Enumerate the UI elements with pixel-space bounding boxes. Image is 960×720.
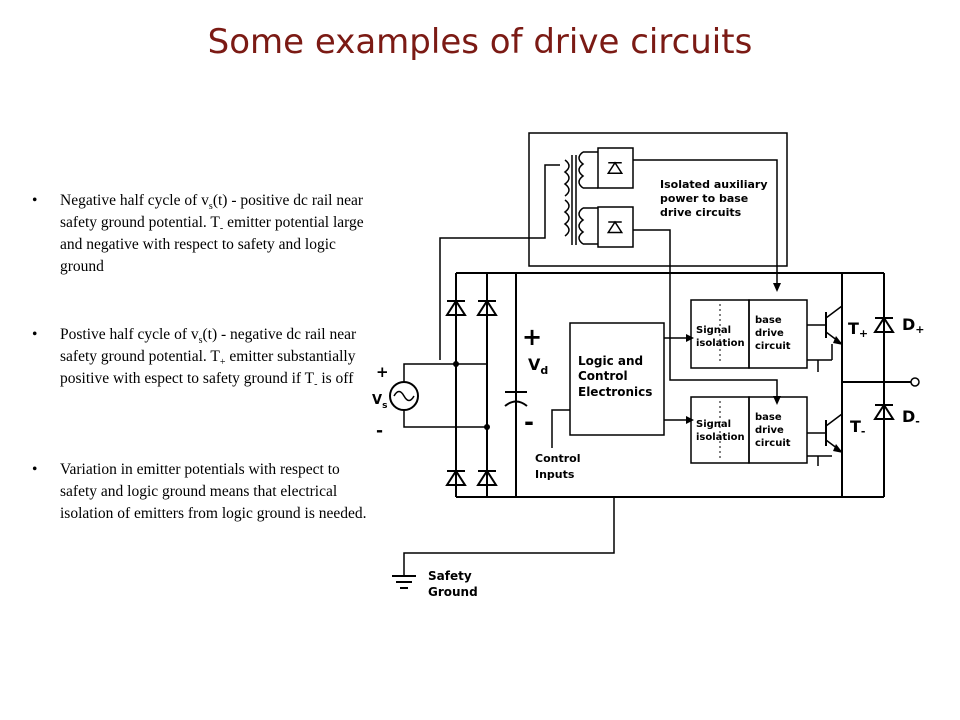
svg-text:isolation: isolation <box>696 338 745 349</box>
isolated-supply-label-2: power to base <box>660 192 748 205</box>
svg-text:+: + <box>376 363 389 381</box>
rectifier-bridge <box>446 300 497 486</box>
svg-text:Signal: Signal <box>696 419 731 430</box>
svg-text:Signal: Signal <box>696 325 731 336</box>
vs-label: Vs <box>372 393 387 411</box>
transistor-t-minus: T- <box>807 413 866 466</box>
isolated-supply-label-3: drive circuits <box>660 206 742 219</box>
t-plus-label: T+ <box>848 319 868 340</box>
d-plus-label: D+ <box>902 315 925 336</box>
svg-text:base: base <box>755 412 782 423</box>
logic-control-block: Logic and Control Electronics <box>569 322 665 436</box>
bullet-dot: • <box>32 326 38 343</box>
d-minus-label: D- <box>902 407 920 428</box>
output-terminal <box>910 377 920 387</box>
bullet-dot: • <box>32 192 38 209</box>
lower-drive-stage: Signal isolation base drive circuit <box>690 396 808 464</box>
svg-text:Control: Control <box>578 369 628 383</box>
dc-link-capacitor: + - Vd <box>504 323 548 436</box>
svg-text:isolation: isolation <box>696 432 745 443</box>
svg-text:Logic and: Logic and <box>578 354 643 368</box>
isolated-supply-block: Isolated auxiliary power to base drive c… <box>528 132 788 267</box>
isolated-supply-label-1: Isolated auxiliary <box>660 178 768 191</box>
bullet-dot: • <box>32 461 38 478</box>
svg-text:drive: drive <box>755 425 784 436</box>
t-minus-label: T- <box>850 417 866 438</box>
svg-text:Electronics: Electronics <box>578 385 652 399</box>
svg-text:base: base <box>755 315 782 326</box>
svg-text:-: - <box>524 408 534 436</box>
bullet-emitter-isolation: • Variation in emitter potentials with r… <box>32 461 367 522</box>
bullet-negative-half-cycle: • Negative half cycle of vs(t) - positiv… <box>32 192 364 275</box>
safety-ground: Safety Ground <box>392 497 615 599</box>
svg-text:-: - <box>376 421 383 441</box>
vd-label: Vd <box>528 355 548 377</box>
svg-text:Ground: Ground <box>428 585 478 599</box>
ac-source: + - Vs <box>372 363 419 441</box>
control-inputs-label-2: Inputs <box>535 468 575 481</box>
upper-drive-stage: Signal isolation base drive circuit <box>690 299 808 369</box>
svg-text:Safety: Safety <box>428 569 472 583</box>
control-inputs-label-1: Control <box>535 452 580 465</box>
bullet-positive-half-cycle: • Postive half cycle of vs(t) - negative… <box>32 326 357 391</box>
svg-text:circuit: circuit <box>755 341 791 352</box>
transistor-t-plus: T+ <box>807 305 868 372</box>
svg-text:+: + <box>522 323 542 351</box>
svg-text:drive: drive <box>755 328 784 339</box>
slide-title: Some examples of drive circuits <box>207 22 753 62</box>
svg-text:circuit: circuit <box>755 438 791 449</box>
